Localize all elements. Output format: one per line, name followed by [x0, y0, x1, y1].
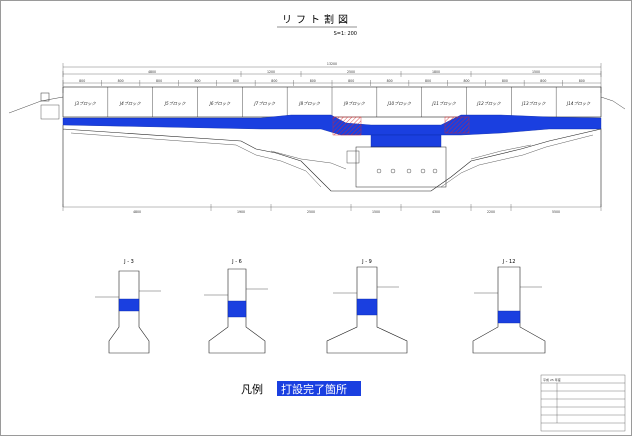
dimension-second-7: 800 [348, 79, 354, 83]
dimension-upper-3: 1800 [432, 70, 440, 74]
dimension-second-2: 800 [156, 79, 162, 83]
block-labels: J3ブロック J4ブロック J5ブロック J6ブロック J7ブロック J8ブロック J9ブロ… [74, 101, 591, 106]
section-outline [208, 268, 266, 354]
legend-item: 打設完了箇所 [281, 382, 347, 396]
upper-dimension-row: 4800 1200 2500 1800 1500 [62, 70, 602, 77]
block-label-6: J9ブロック [343, 101, 365, 106]
section-poured-area [227, 300, 247, 318]
drawing-scale: S=1: 200 [334, 31, 357, 37]
left-abutment [40, 104, 60, 120]
dimension-bottom-6: 5500 [552, 210, 560, 214]
legend-swatch [277, 381, 361, 396]
poured-area-gallery [370, 134, 442, 148]
block-dividers [107, 87, 557, 117]
dimension-upper-1: 1200 [267, 70, 275, 74]
block-label-10: J13ブロック [521, 101, 546, 106]
block-label-3: J6ブロック [209, 101, 231, 106]
section-label: J - 9 [361, 259, 372, 265]
dimension-second-12: 800 [540, 79, 546, 83]
section-4: J - 12 [472, 259, 546, 354]
block-label-9: J12ブロック [476, 101, 501, 106]
dimension-bottom-0: 4800 [133, 210, 141, 214]
dimension-upper-2: 2500 [347, 70, 355, 74]
section-poured-area [118, 298, 140, 312]
dimension-second-5: 800 [271, 79, 277, 83]
section-label: J - 6 [231, 259, 242, 265]
dimension-second-13: 800 [579, 79, 585, 83]
block-label-2: J5ブロック [164, 101, 186, 106]
drawing-title: リフト割図 [282, 13, 352, 26]
section-label: J - 12 [502, 259, 516, 265]
block-label-4: J7ブロック [253, 101, 275, 106]
section-3: J - 9 [326, 259, 408, 354]
section-label: J - 3 [123, 259, 134, 265]
second-dimension-row: 800 800 800 800 800 800 800 800 800 800 800 800 800 8… [62, 79, 601, 86]
block-label-0: J3ブロック [74, 101, 96, 106]
overall-width-label: 13200 [327, 62, 337, 66]
dimension-second-10: 800 [463, 79, 469, 83]
dam-body-outline [62, 125, 602, 207]
dimension-second-0: 800 [79, 79, 85, 83]
block-label-5: J8ブロック [298, 101, 320, 106]
block-label-8: J11ブロック [431, 101, 456, 106]
dimension-second-6: 800 [310, 79, 316, 83]
dimension-second-3: 800 [194, 79, 200, 83]
section-outline [108, 270, 150, 354]
gallery-openings [376, 168, 438, 174]
block-label-1: J4ブロック [119, 101, 141, 106]
dam-inner-line-2 [270, 144, 532, 170]
section-2: J - 6 [204, 259, 268, 354]
gallery-block [355, 146, 447, 188]
dimension-upper-4: 1500 [532, 70, 540, 74]
title-block-year: 平成 25 年度 [543, 377, 561, 382]
cross-sections: J - 3 J - 6 J - 9 J - 12 [95, 259, 546, 354]
block-label-11: J14ブロック [566, 101, 591, 106]
section-poured-area [356, 298, 378, 316]
dimension-upper-0: 4800 [148, 70, 156, 74]
block-label-7: J10ブロック [387, 101, 412, 106]
dimension-bottom-3: 1500 [372, 210, 380, 214]
dimension-second-11: 800 [502, 79, 508, 83]
left-post [40, 92, 50, 102]
dimension-bottom-5: 2200 [487, 210, 495, 214]
bottom-dimension-row: 4800 1900 2500 1500 4300 2200 5500 [62, 204, 602, 214]
dimension-second-1: 800 [118, 79, 124, 83]
legend-label: 凡例 [241, 382, 263, 396]
section-outline [472, 266, 546, 354]
dam-inner-line [70, 132, 594, 188]
section-1: J - 3 [95, 259, 161, 354]
title-block [540, 374, 626, 432]
dimension-bottom-4: 4300 [432, 210, 440, 214]
dimension-bottom-2: 2500 [307, 210, 315, 214]
dimension-second-4: 800 [233, 79, 239, 83]
gallery-side-box [346, 150, 360, 164]
poured-area-profile [62, 114, 602, 136]
dimension-second-8: 800 [387, 79, 393, 83]
joint-hatch-right [444, 116, 470, 134]
joint-hatch-left [332, 116, 362, 136]
section-poured-area [497, 310, 521, 324]
dimension-second-9: 800 [425, 79, 431, 83]
dimension-bottom-1: 1900 [237, 210, 245, 214]
